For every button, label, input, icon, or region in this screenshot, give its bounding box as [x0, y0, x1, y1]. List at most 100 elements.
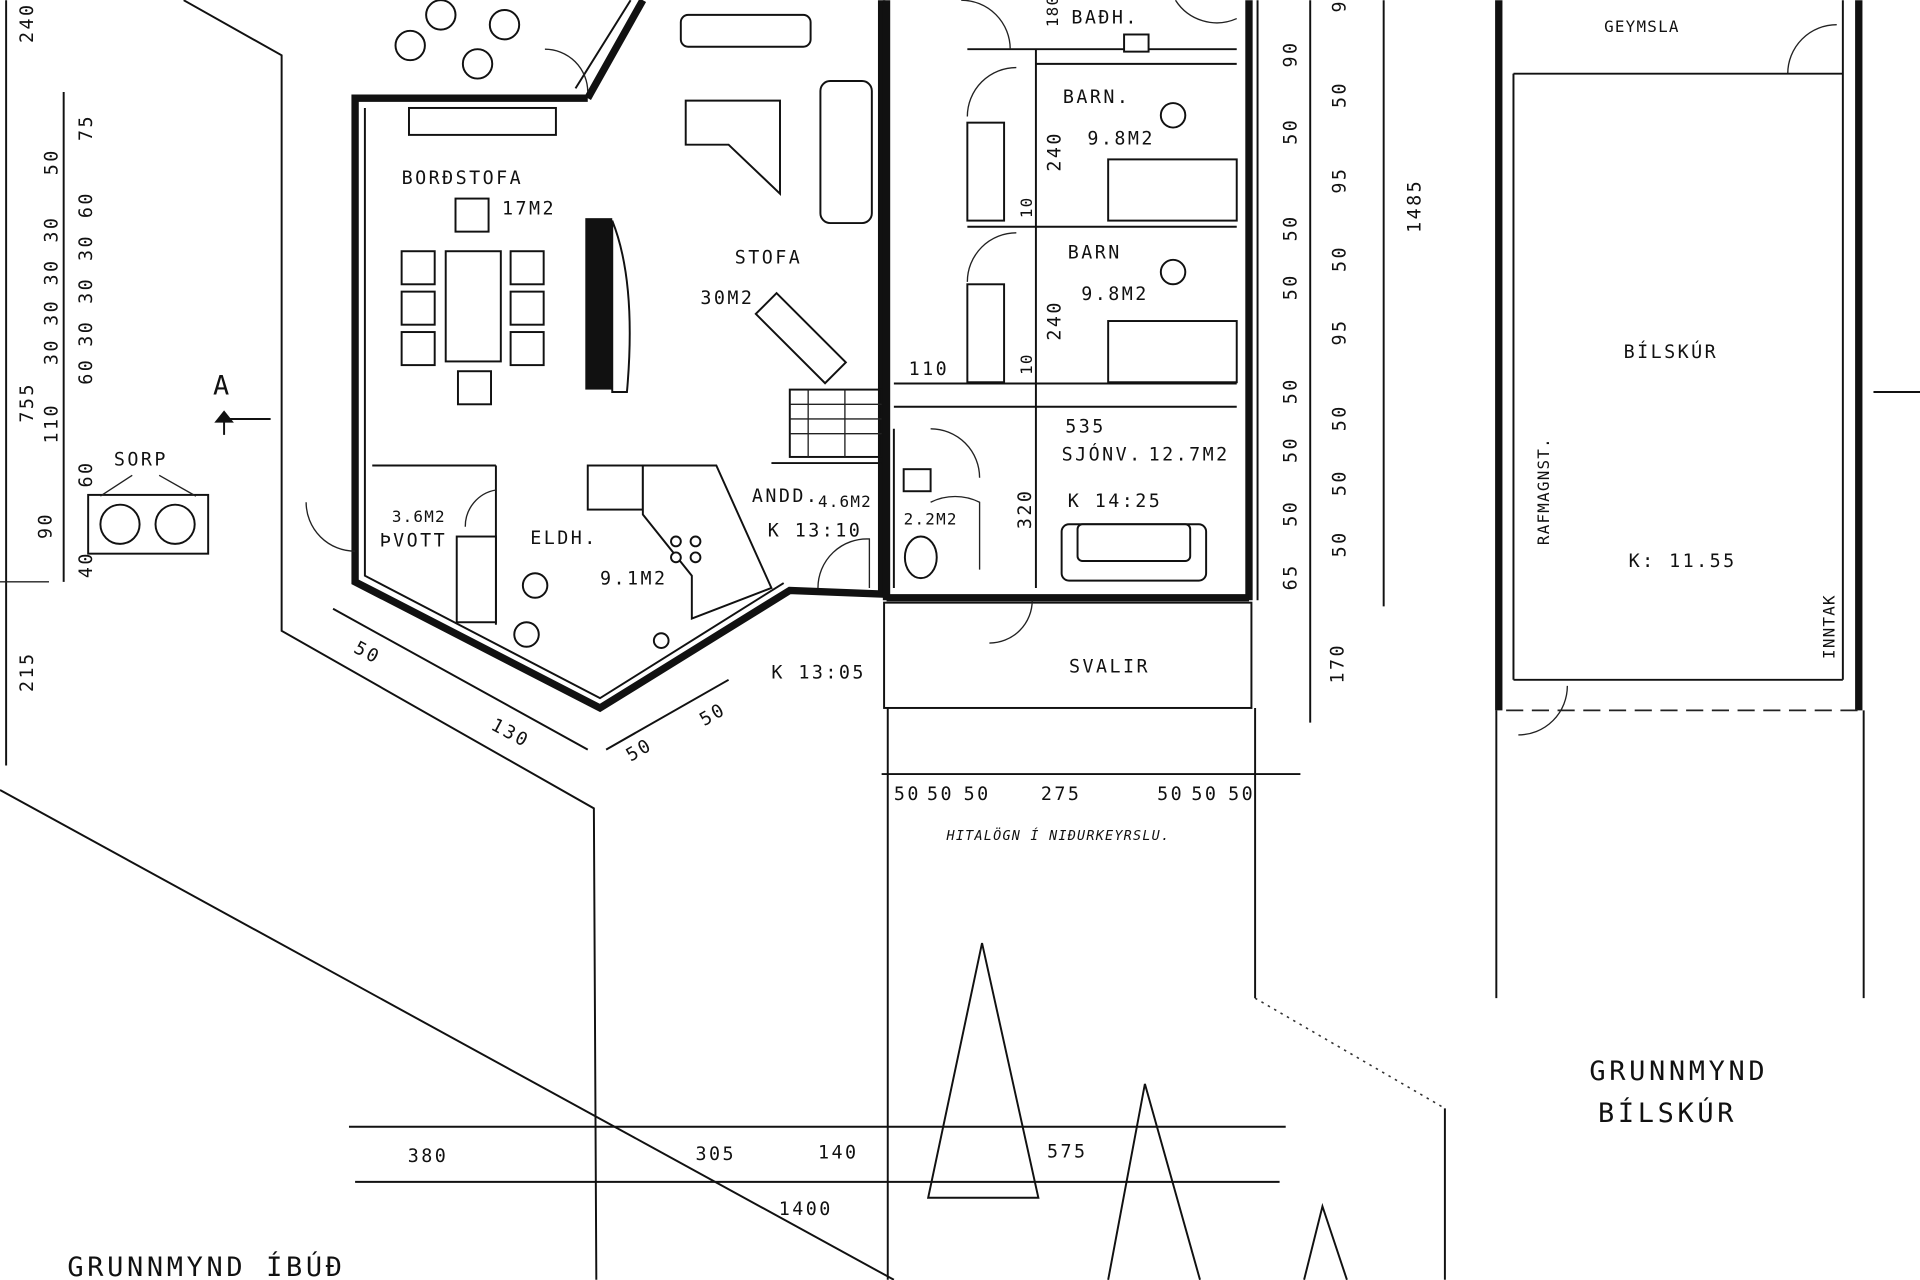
dimension-label: 50	[1228, 784, 1255, 805]
svalir-label: SVALIR	[1069, 656, 1150, 677]
room-barn1-area: 9.8M2	[1087, 129, 1155, 150]
dimension-label: 1485	[1404, 179, 1425, 233]
dimension-label: 140	[818, 1143, 859, 1164]
room-sjonv-code: 535	[1065, 416, 1106, 437]
dimension-label: 305	[696, 1144, 737, 1165]
dimension-label: 50	[42, 148, 63, 175]
room-bordstofa-area: 17M2	[502, 198, 556, 219]
dimension-label: 50	[1157, 784, 1184, 805]
right-dimensions: 9 90 50 50 95 50 50 50 95 50 50 50 50 50…	[1281, 0, 1426, 683]
section-marker-label: A	[213, 370, 233, 401]
dimension-label: 95	[1330, 318, 1351, 345]
garage-walls	[1495, 0, 1920, 712]
dimension-label: 50	[964, 784, 991, 805]
dimension-label: 50	[1281, 118, 1302, 145]
room-sjonv-dim: 320	[1015, 489, 1036, 530]
dimension-label: 60	[76, 191, 97, 218]
room-barn1-dim2: 10	[1017, 197, 1036, 219]
dimension-label: 50	[1330, 404, 1351, 431]
room-barn2-dim2: 10	[1017, 353, 1036, 375]
garage-title-line2: BÍLSKÚR	[1598, 1097, 1737, 1129]
dimension-label: 60	[76, 358, 97, 385]
room-sjonv-level: K 14:25	[1068, 491, 1163, 512]
dimension-label: 50	[1330, 245, 1351, 272]
room-andd-label: ANDD.	[752, 486, 820, 507]
garage-level: K: 11.55	[1629, 551, 1737, 572]
doors	[305, 0, 1837, 736]
dimension-label: 130	[487, 715, 533, 753]
svalir-dimensions: 50 50 50 275 50 50 50	[894, 784, 1255, 805]
dimension-label: 240	[17, 3, 38, 44]
dimension-label: 50	[927, 784, 954, 805]
dimension-label: 575	[1047, 1141, 1088, 1162]
dimension-label: 30	[76, 277, 97, 304]
room-andd-level: K 13:10	[768, 521, 863, 542]
dimension-label: 755	[17, 382, 38, 423]
outside-level: K 13:05	[771, 663, 866, 684]
room-thvott-label: ÞVOTT	[380, 530, 448, 551]
dimension-label: 50	[1281, 436, 1302, 463]
dimension-label: 50	[1281, 273, 1302, 300]
dimension-label: 30	[42, 216, 63, 243]
dimension-label: 30	[42, 299, 63, 326]
site-lines	[0, 0, 1865, 1280]
section-arrow-icon	[214, 410, 271, 435]
room-barn2-area: 9.8M2	[1081, 284, 1149, 305]
room-barn1-label: BARN.	[1063, 87, 1131, 108]
dimension-label: 50	[1281, 500, 1302, 527]
dimension-label: 95	[1330, 167, 1351, 194]
dimension-label: 50	[894, 784, 921, 805]
room-andd-area: 4.6M2	[818, 492, 872, 511]
garage-title-line1: GRUNNMYND	[1589, 1056, 1768, 1087]
dimension-label: 50	[623, 734, 657, 766]
dimension-label: 65	[1281, 563, 1302, 590]
room-barn1-dim: 240	[1044, 131, 1065, 172]
room-eldh-area: 9.1M2	[600, 568, 668, 589]
dimension-label: 50	[350, 638, 384, 669]
room-barn2-label: BARN	[1068, 243, 1122, 264]
trees	[926, 942, 1348, 1280]
dimension-label: 50	[1281, 214, 1302, 241]
garage-rafmagnst-label: RAFMAGNST.	[1534, 437, 1553, 545]
stairs	[788, 388, 883, 458]
room-sjonv-label: SJÓNV.	[1062, 444, 1143, 466]
dimension-label: 30	[76, 234, 97, 261]
heating-note: HITALÖGN Í NIÐURKEYRSLU.	[946, 826, 1171, 844]
dimension-label: 50	[1330, 81, 1351, 108]
dimension-label: 50	[1330, 469, 1351, 496]
room-eldh-label: ELDH.	[530, 528, 598, 549]
garage-bilskur-label: BÍLSKÚR	[1624, 341, 1719, 363]
dimension-label: 110	[42, 403, 63, 444]
left-dimensions: 240 75 50 60 30 30 30 30 30 30 30 60 755…	[17, 3, 97, 692]
room-sjonv-area: 12.7M2	[1149, 445, 1230, 466]
room-barn2-dim: 240	[1044, 300, 1065, 341]
dimension-label: 50	[1191, 784, 1218, 805]
dimension-label: 60	[76, 461, 97, 488]
room-thvott-area: 3.6M2	[392, 507, 446, 526]
house-walls	[351, 0, 1259, 713]
room-wc-area: 2.2M2	[904, 509, 958, 528]
room-badh-label: BAÐH.	[1071, 7, 1139, 28]
room-badh-dim: 180	[1043, 0, 1062, 27]
dimension-lines	[0, 0, 1312, 1183]
room-bordstofa-label: BORÐSTOFA	[402, 168, 524, 189]
furniture	[394, 0, 1208, 649]
room-stofa-label: STOFA	[735, 247, 803, 268]
dimension-label: 170	[1327, 643, 1348, 684]
dimension-label: 50	[696, 699, 730, 731]
site-dimensions: 380 305 140 575 1400	[408, 1141, 1088, 1220]
dimension-label: 380	[408, 1146, 449, 1167]
dimension-label: 75	[76, 114, 97, 141]
dimension-label: 90	[1281, 41, 1302, 68]
dimension-label: 50	[1281, 377, 1302, 404]
dimension-label: 9	[1330, 0, 1351, 12]
room-stofa-area: 30M2	[700, 288, 754, 309]
garage-geymsla-label: GEYMSLA	[1604, 17, 1680, 36]
dimension-label: 215	[17, 652, 38, 693]
plan-title: GRUNNMYND ÍBÚÐ	[67, 1251, 345, 1280]
dimension-label: 30	[42, 338, 63, 365]
dimension-label: 30	[42, 258, 63, 285]
sorp-bin	[87, 474, 210, 555]
dimension-label: 40	[76, 551, 97, 578]
